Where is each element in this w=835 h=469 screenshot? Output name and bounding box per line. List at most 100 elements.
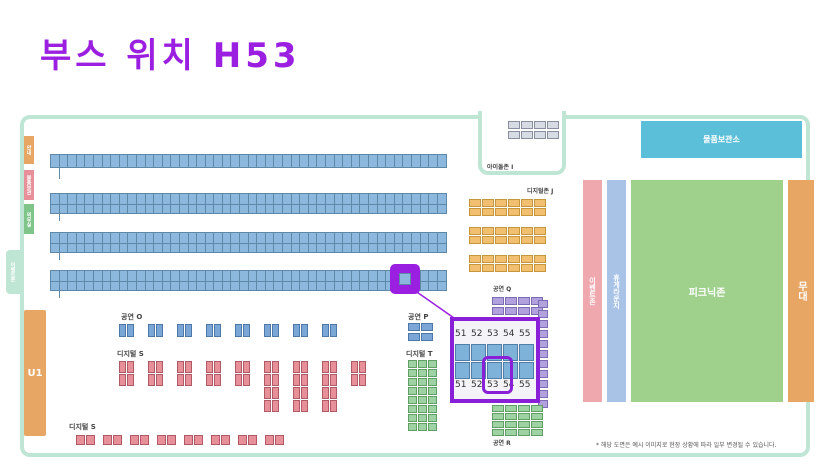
booth-cell (293, 387, 300, 399)
booth-cell (317, 244, 326, 252)
booth-cell (257, 205, 266, 213)
booth-cell (492, 297, 504, 305)
booth-cell (508, 255, 520, 263)
zone-label-stage-o: 공연 O (121, 313, 143, 321)
booth-cell (94, 282, 103, 290)
booth-cell (94, 271, 103, 283)
booth-cell (505, 429, 517, 436)
booth-cell (492, 429, 504, 436)
booth-cell (521, 227, 533, 235)
booth-cell (518, 421, 530, 428)
booth-cell (51, 233, 60, 245)
zoom-booth (455, 362, 470, 379)
booth-cell (60, 244, 69, 252)
booth-cell (369, 205, 378, 213)
booth-cell (521, 199, 533, 207)
booth-cell (51, 244, 60, 252)
booth-cell (128, 282, 137, 290)
booth-cell (156, 324, 163, 337)
booth-cell (206, 194, 215, 206)
booth-cell (403, 205, 412, 213)
booth-cell (272, 387, 279, 399)
booth-row-lower (50, 281, 447, 298)
booth-cell (301, 374, 308, 386)
booth-cell (51, 290, 60, 298)
booth-cell (326, 194, 335, 206)
booth-cell (266, 205, 275, 213)
booth-cell (214, 324, 221, 337)
booth-cell (534, 255, 546, 263)
booth-cell (103, 194, 112, 206)
booth-cell (518, 413, 530, 420)
booth-cell (197, 155, 206, 167)
booth-cell (386, 205, 395, 213)
zoom-label-bottom: 51 (455, 380, 467, 390)
zoom-label-top: 54 (503, 329, 515, 339)
booth-cell (408, 360, 417, 368)
booth-cell (317, 233, 326, 245)
booth-cell (60, 205, 69, 213)
booth-cell (283, 194, 292, 206)
booth-cell (189, 271, 198, 283)
booth-cell (214, 155, 223, 167)
booth-cell (171, 282, 180, 290)
booth-cell (148, 361, 155, 373)
booth-cell (317, 194, 326, 206)
booth-cell (378, 194, 387, 206)
booth-cell (197, 205, 206, 213)
booth-cell (292, 205, 301, 213)
booth-cell (154, 271, 163, 283)
booth-cell (189, 194, 198, 206)
booth-cell (163, 205, 172, 213)
booth-cell (421, 282, 430, 290)
booth-cell (301, 400, 308, 412)
booth-cell (352, 155, 361, 167)
booth-cell (146, 194, 155, 206)
booth-cell (300, 155, 309, 167)
booth-cell (421, 233, 430, 245)
footnote: * 해당 도면은 예시 이미지로 현장 상황에 따라 일부 변경될 수 있습니다… (596, 442, 777, 449)
booth-cell (180, 155, 189, 167)
booth-cell (330, 361, 337, 373)
booth-cell (317, 205, 326, 213)
booth-cell (51, 155, 60, 167)
booth-cell (127, 361, 134, 373)
booth-cell (386, 244, 395, 252)
booth-cell (235, 361, 242, 373)
booth-cell (300, 244, 309, 252)
booth-cell (428, 378, 437, 386)
booth-row (50, 193, 447, 218)
booth-cell (293, 374, 300, 386)
booth-cell (171, 155, 180, 167)
booth-cell (408, 369, 417, 377)
booth-cell (322, 387, 329, 399)
booth-cell (283, 271, 292, 283)
booth-cell (85, 194, 94, 206)
booth-cell (412, 155, 421, 167)
booth-cell (330, 387, 337, 399)
booth-cell (428, 414, 437, 422)
booth-cell (120, 233, 129, 245)
booth-cell (403, 155, 412, 167)
booth-cell (85, 233, 94, 245)
booth-cell (231, 233, 241, 245)
booth-cell (369, 155, 378, 167)
booth-cell (412, 282, 421, 290)
booth-cell (146, 155, 155, 167)
booth-cell (428, 369, 437, 377)
booth-cell (206, 244, 215, 252)
booth-cell (156, 361, 163, 373)
booth-cell (214, 374, 221, 386)
booth-cell (264, 374, 271, 386)
booth-cell (495, 199, 507, 207)
booth-cell (51, 205, 60, 213)
booth-cell (360, 205, 369, 213)
booth-cell (386, 233, 395, 245)
booth-cell (343, 233, 352, 245)
booth-cell (103, 233, 112, 245)
booth-cell (177, 361, 184, 373)
booth-cell (343, 194, 352, 206)
zone-label-stage-r: 공연 R (493, 440, 511, 447)
booth-cell (120, 194, 129, 206)
booth-cell (343, 282, 352, 290)
